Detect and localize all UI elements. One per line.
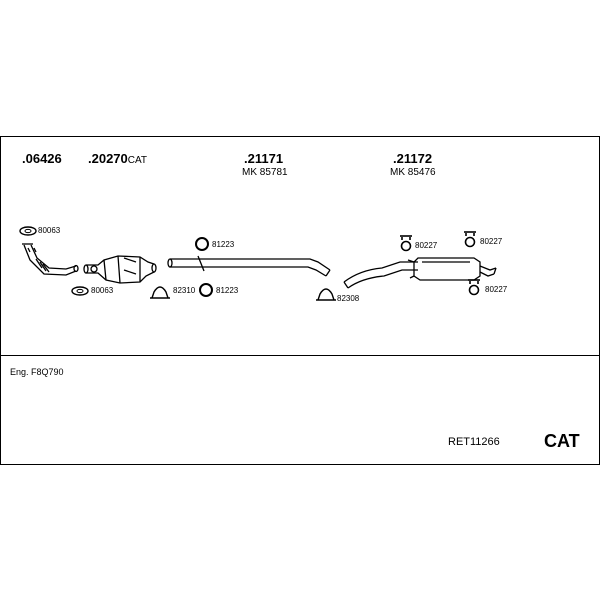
part-number-06426: .06426 xyxy=(22,151,62,166)
ring-81223-bottom-icon xyxy=(199,283,213,297)
label-80063-top: 80063 xyxy=(38,226,61,235)
part-sub-21171: MK 85781 xyxy=(242,167,288,178)
section-divider xyxy=(0,355,600,356)
reference-number: RET11266 xyxy=(448,436,500,448)
label-82308: 82308 xyxy=(337,294,360,303)
catalytic-converter-icon xyxy=(83,255,157,284)
hanger-80227-a-icon xyxy=(400,235,412,252)
hanger-80227-b-icon xyxy=(464,231,476,248)
part-number-20270-suffix: CAT xyxy=(127,155,148,166)
clamp-82310-icon xyxy=(150,286,170,299)
cat-badge: CAT xyxy=(544,431,580,451)
engine-code: Eng. F8Q790 xyxy=(10,367,64,377)
part-number-21172: .21172 xyxy=(393,151,433,166)
label-80063-bottom: 80063 xyxy=(91,286,114,295)
label-82310: 82310 xyxy=(173,286,196,295)
label-80227-a: 80227 xyxy=(415,241,438,250)
label-80227-c: 80227 xyxy=(485,285,508,294)
label-81223-top: 81223 xyxy=(212,240,235,249)
rear-silencer-icon xyxy=(343,257,497,289)
middle-pipe-icon xyxy=(167,255,331,277)
hanger-80227-c-icon xyxy=(468,279,480,296)
clamp-82308-icon xyxy=(316,288,336,301)
label-80227-b: 80227 xyxy=(480,237,503,246)
ring-81223-top-icon xyxy=(195,237,209,251)
part-number-20270: .20270CAT xyxy=(88,152,147,166)
part-sub-21172: MK 85476 xyxy=(390,167,436,178)
part-number-20270-value: .20270 xyxy=(88,151,128,166)
part-number-21171: .21171 xyxy=(244,151,284,166)
front-pipe-icon xyxy=(22,243,79,276)
gasket-80063-bottom-icon xyxy=(71,286,89,296)
gasket-80063-top-icon xyxy=(19,226,37,236)
label-81223-bottom: 81223 xyxy=(216,286,239,295)
